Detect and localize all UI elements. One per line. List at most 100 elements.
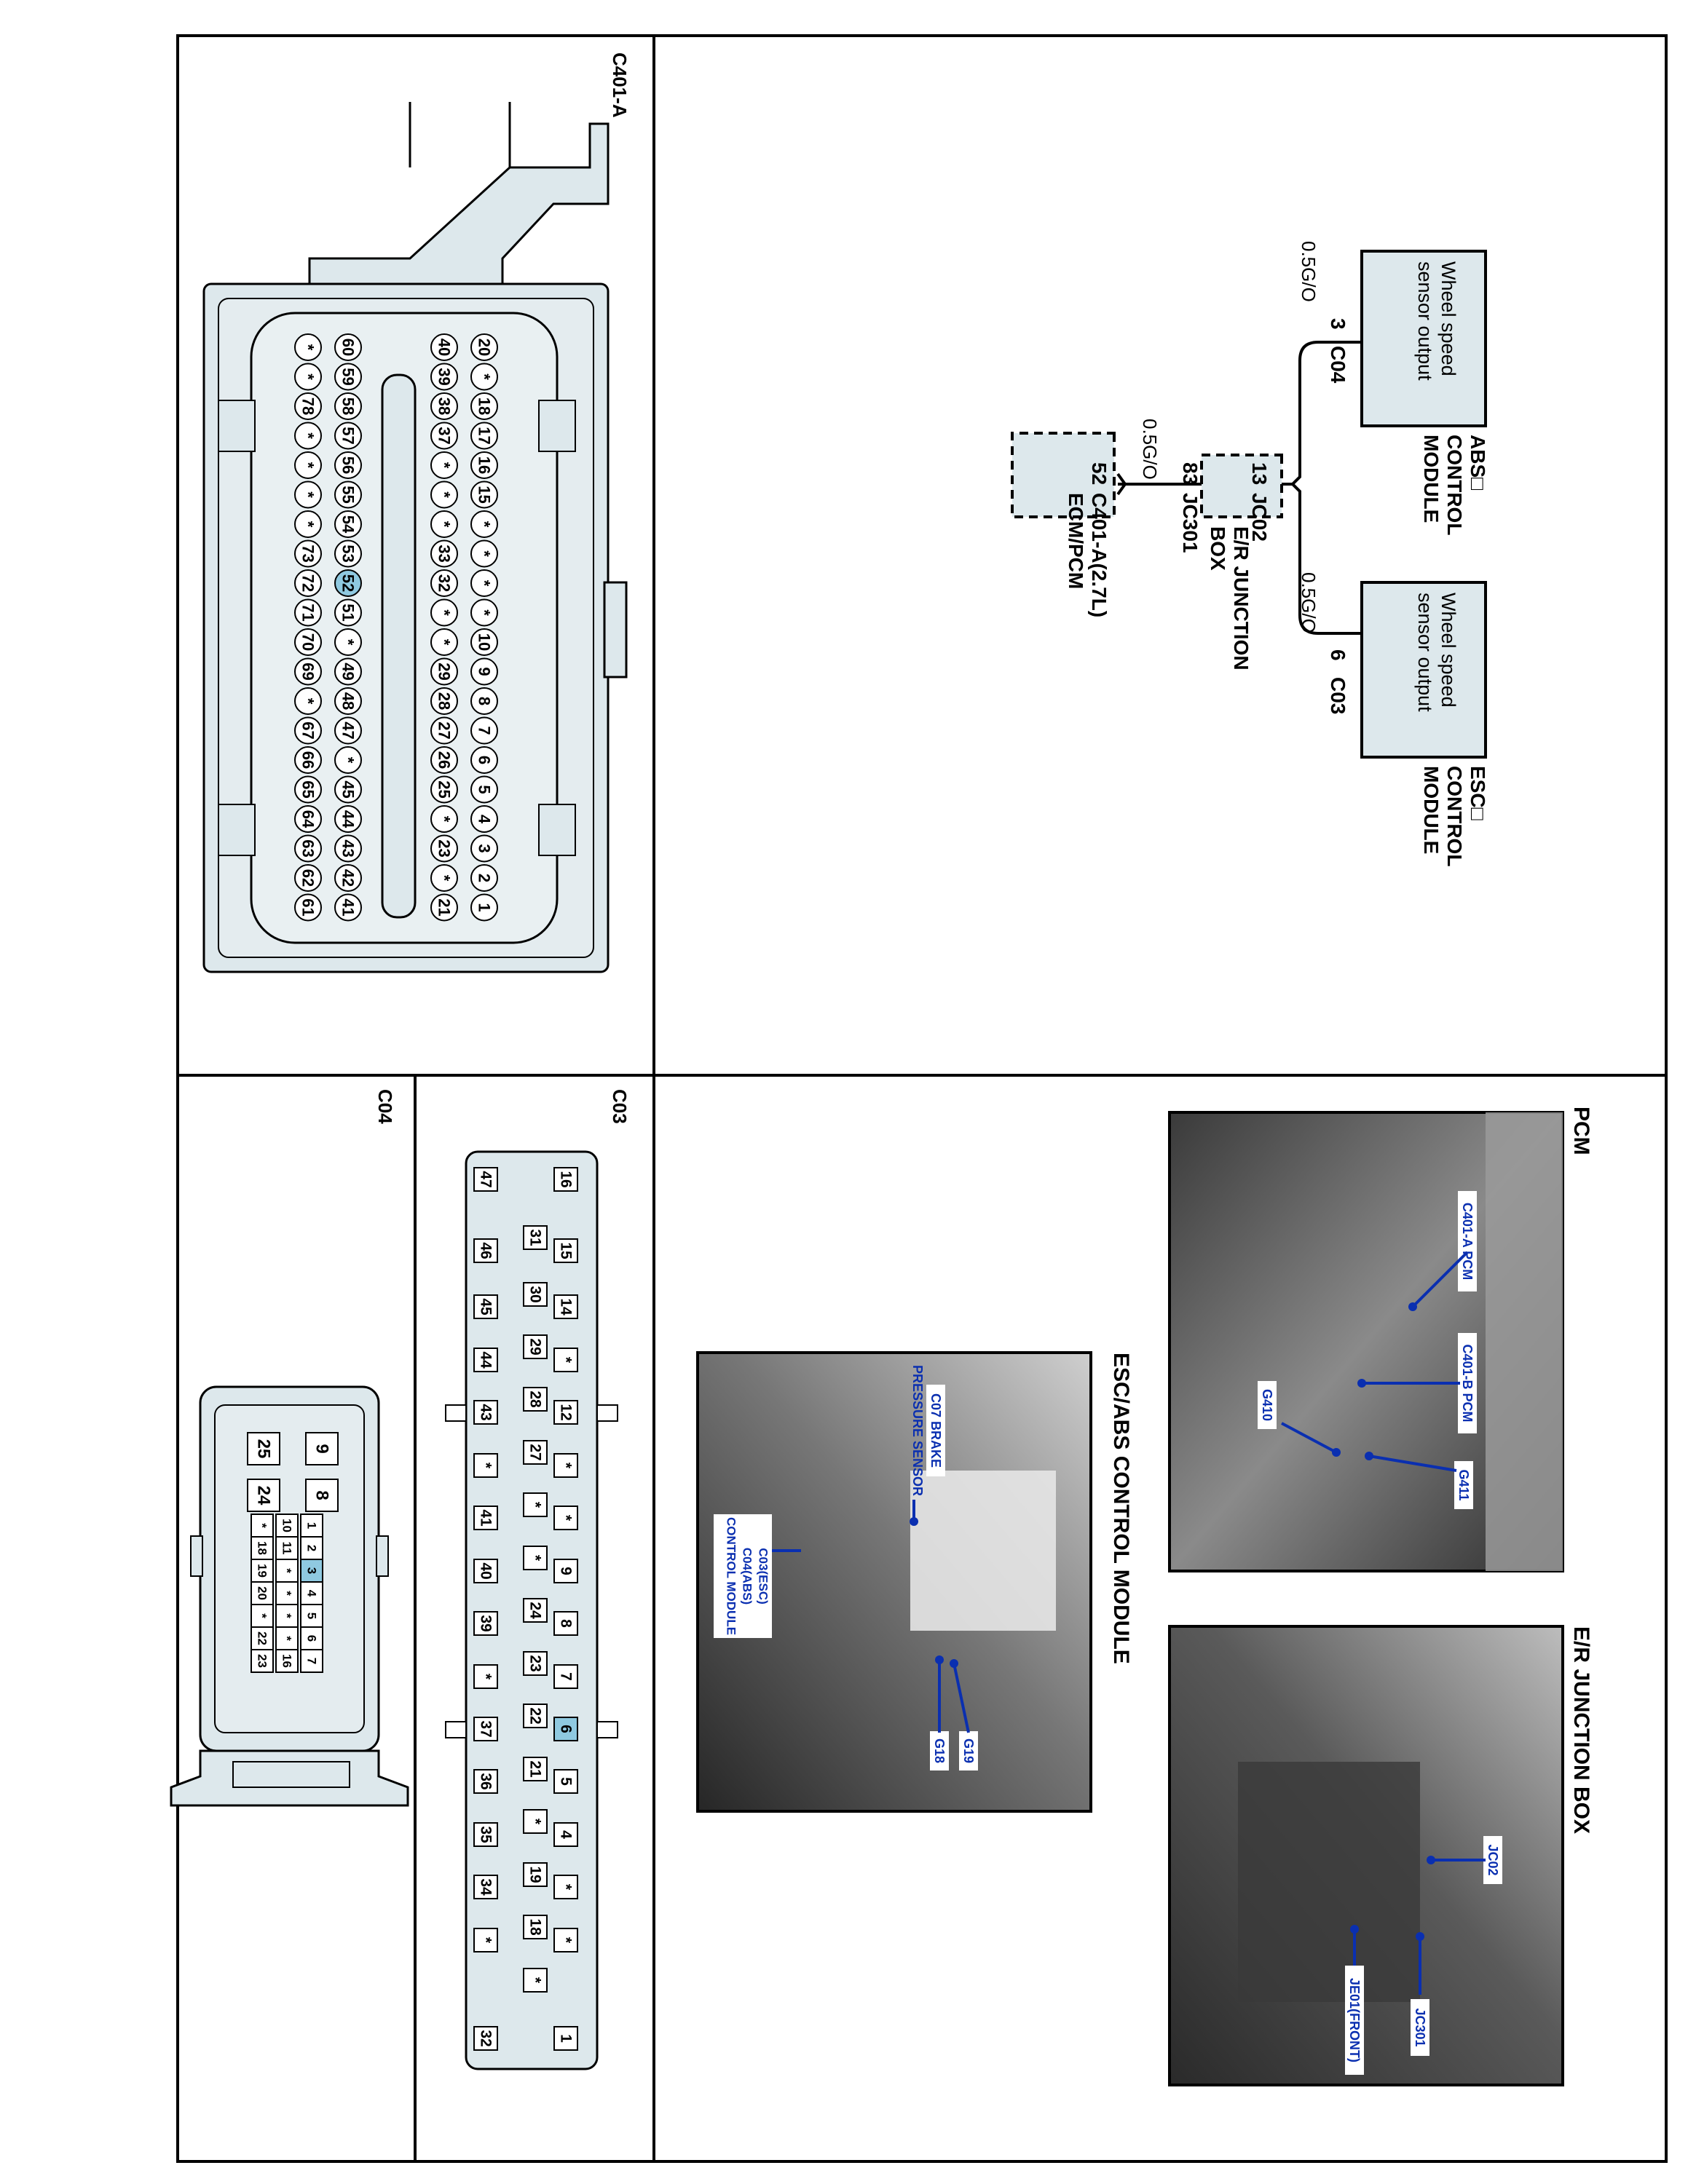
c03-pin-47 xyxy=(473,1167,498,1192)
c03-pin-16 xyxy=(553,1167,578,1192)
c401a-pin-label: * xyxy=(299,344,318,351)
callout-box xyxy=(1458,1333,1477,1433)
jc301-label: JC301 xyxy=(1179,493,1202,553)
callout-arrow-head xyxy=(1357,1379,1366,1388)
callout-box xyxy=(1483,1836,1502,1884)
c03-pin-label: 9 xyxy=(558,1567,575,1575)
c401a-pin-78 xyxy=(294,392,322,420)
c401a-pin-label: * xyxy=(435,609,454,616)
c03-pin-label: 34 xyxy=(478,1878,494,1896)
c04-pin-label: 10 xyxy=(280,1519,294,1532)
c04-pin-label: 9 xyxy=(312,1444,332,1453)
c401a-pin-label: 57 xyxy=(339,427,358,444)
esc-control-module: Wheel speed sensor output ESC□ CONTROL M… xyxy=(1298,572,1489,866)
callout-label: JE01(FRONT) xyxy=(1347,1978,1362,2062)
pcm-pin: 52 xyxy=(1088,462,1111,485)
callout-label: G410 xyxy=(1260,1389,1274,1421)
c03-pin-label: 14 xyxy=(558,1298,575,1315)
callout-label: C03(ESC) xyxy=(757,1548,770,1604)
c03-pin-label: 23 xyxy=(527,1655,544,1671)
c401a-pin-label: 21 xyxy=(435,898,454,916)
callout-box xyxy=(714,1514,772,1638)
c401a-pin-41 xyxy=(334,893,362,922)
callout-label: JC301 xyxy=(1413,2008,1427,2046)
junction-name-line1: E/R JUNCTION xyxy=(1230,526,1253,670)
c03-pin-label: 30 xyxy=(527,1286,544,1302)
c401a-pin-label: 33 xyxy=(435,545,454,562)
c03-pin-label: 8 xyxy=(558,1619,575,1628)
c401a-pin-55 xyxy=(334,480,362,509)
c401a-pin-32 xyxy=(430,569,458,597)
c401a-pin-label: 1 xyxy=(476,903,494,911)
c401a-pin-unused xyxy=(334,628,362,656)
c04-pin-label: 11 xyxy=(280,1542,294,1555)
c401a-pin-label: 53 xyxy=(339,545,358,562)
c401a-pin-unused xyxy=(294,422,322,450)
c401a-pin-label: 52 xyxy=(339,574,358,592)
c401a-title: C401-A xyxy=(609,52,631,118)
callout-arrow-head xyxy=(1416,1932,1424,1941)
c04-pin-label: * xyxy=(280,1591,294,1596)
callout-label: PRESSURE SENSOR xyxy=(910,1365,925,1496)
jc02-pin: 13 xyxy=(1248,462,1271,485)
c401a-pin-60 xyxy=(334,333,362,361)
c03-pin-8 xyxy=(553,1611,578,1636)
c401a-pin-5 xyxy=(470,775,498,804)
c03-pin-label: * xyxy=(558,1515,575,1522)
c401a-pin-unused xyxy=(430,480,458,509)
c03-pin-44 xyxy=(473,1348,498,1372)
c401a-pin-label: 61 xyxy=(299,898,318,916)
callout-label: C401-B PCM xyxy=(1460,1344,1475,1422)
c401a-pin-43 xyxy=(334,834,362,863)
c03-pin-35 xyxy=(473,1822,498,1847)
c401a-pin-33 xyxy=(430,539,458,568)
callout-arrow-head xyxy=(1365,1452,1373,1460)
c401a-pin-label: 69 xyxy=(299,662,318,680)
c401a-pin-unused xyxy=(294,451,322,479)
c401a-pin-unused xyxy=(430,864,458,892)
c04-pin-3 xyxy=(300,1559,323,1583)
c401a-pin-label: 64 xyxy=(299,810,318,828)
esc-body-line1: Wheel speed xyxy=(1437,593,1459,708)
c04-pin-label: * xyxy=(280,1568,294,1573)
c401a-pin-label: 51 xyxy=(339,604,358,621)
c401a-pin-label: 10 xyxy=(476,633,494,651)
c03-pin-unused xyxy=(553,1453,578,1478)
c401a-pin-label: 66 xyxy=(299,751,318,769)
c401a-pin-70 xyxy=(294,628,322,656)
c03-pin-32 xyxy=(473,2026,498,2051)
er-junction-box: JC02 13 JC301 83 E/R JUNCTION BOX 0.5G/O xyxy=(1139,419,1283,670)
c03-pin-14 xyxy=(553,1294,578,1319)
c401a-pin-label: 18 xyxy=(476,397,494,415)
c401a-pin-label: 48 xyxy=(339,692,358,710)
c04-pin-label: 5 xyxy=(305,1613,319,1619)
c401a-pin-42 xyxy=(334,864,362,892)
c401a-pin-label: 3 xyxy=(476,844,494,852)
c401a-pin-label: 37 xyxy=(435,427,454,444)
c401a-pin-label: 43 xyxy=(339,839,358,857)
callout-arrow-head xyxy=(935,1655,944,1664)
c03-pin-label: 1 xyxy=(558,2034,575,2043)
c03-pin-21 xyxy=(523,1757,548,1781)
c03-pin-label: * xyxy=(558,1357,575,1364)
callout-label: CONTROL MODULE xyxy=(725,1517,738,1635)
c401a-pin-label: * xyxy=(435,521,454,528)
c03-pin-40 xyxy=(473,1559,498,1583)
c03-pin-34 xyxy=(473,1875,498,1899)
c401a-pin-unused xyxy=(294,510,322,538)
c401a-pin-label: 73 xyxy=(299,545,318,562)
c401a-pin-label: 70 xyxy=(299,633,318,651)
c401a-pin-label: 27 xyxy=(435,721,454,739)
c401a-pin-label: 20 xyxy=(476,339,494,356)
c401a-pin-label: * xyxy=(476,609,494,616)
c401a-pin-48 xyxy=(334,687,362,715)
c401a-pin-58 xyxy=(334,392,362,420)
c04-pin-23 xyxy=(251,1649,274,1673)
c04-pin-label: 18 xyxy=(256,1541,269,1555)
c401a-pin-label: * xyxy=(299,698,318,705)
